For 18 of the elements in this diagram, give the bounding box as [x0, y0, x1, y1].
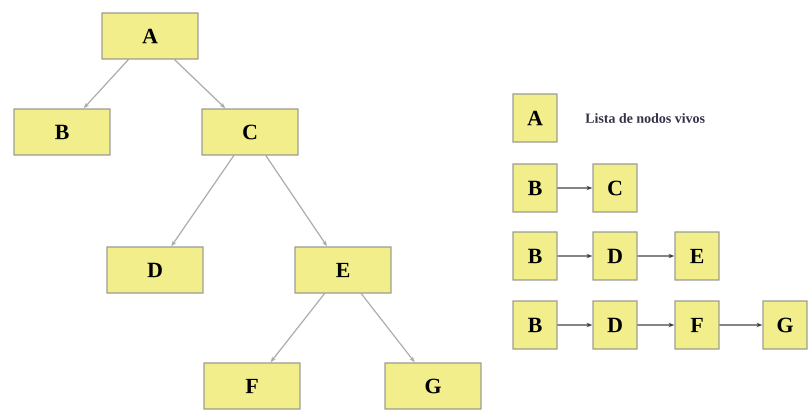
letter-box: D — [106, 246, 204, 294]
letter-box: G — [762, 300, 808, 350]
letter-box: D — [592, 300, 638, 350]
letter-box: A — [101, 12, 199, 60]
letter-box: E — [294, 246, 392, 294]
letter-box: C — [201, 108, 299, 156]
letter-box: C — [592, 163, 638, 213]
letter-box: B — [512, 231, 558, 281]
letter-box: B — [13, 108, 111, 156]
letter-box: F — [674, 300, 720, 350]
letter-box: E — [674, 231, 720, 281]
letter-box: D — [592, 231, 638, 281]
heading-text: Lista de nodos vivos — [585, 113, 705, 123]
letter-box: G — [384, 362, 482, 410]
letter-box: F — [203, 362, 301, 410]
letter-box: B — [512, 163, 558, 213]
letter-box: A — [512, 93, 558, 143]
letter-box: B — [512, 300, 558, 350]
